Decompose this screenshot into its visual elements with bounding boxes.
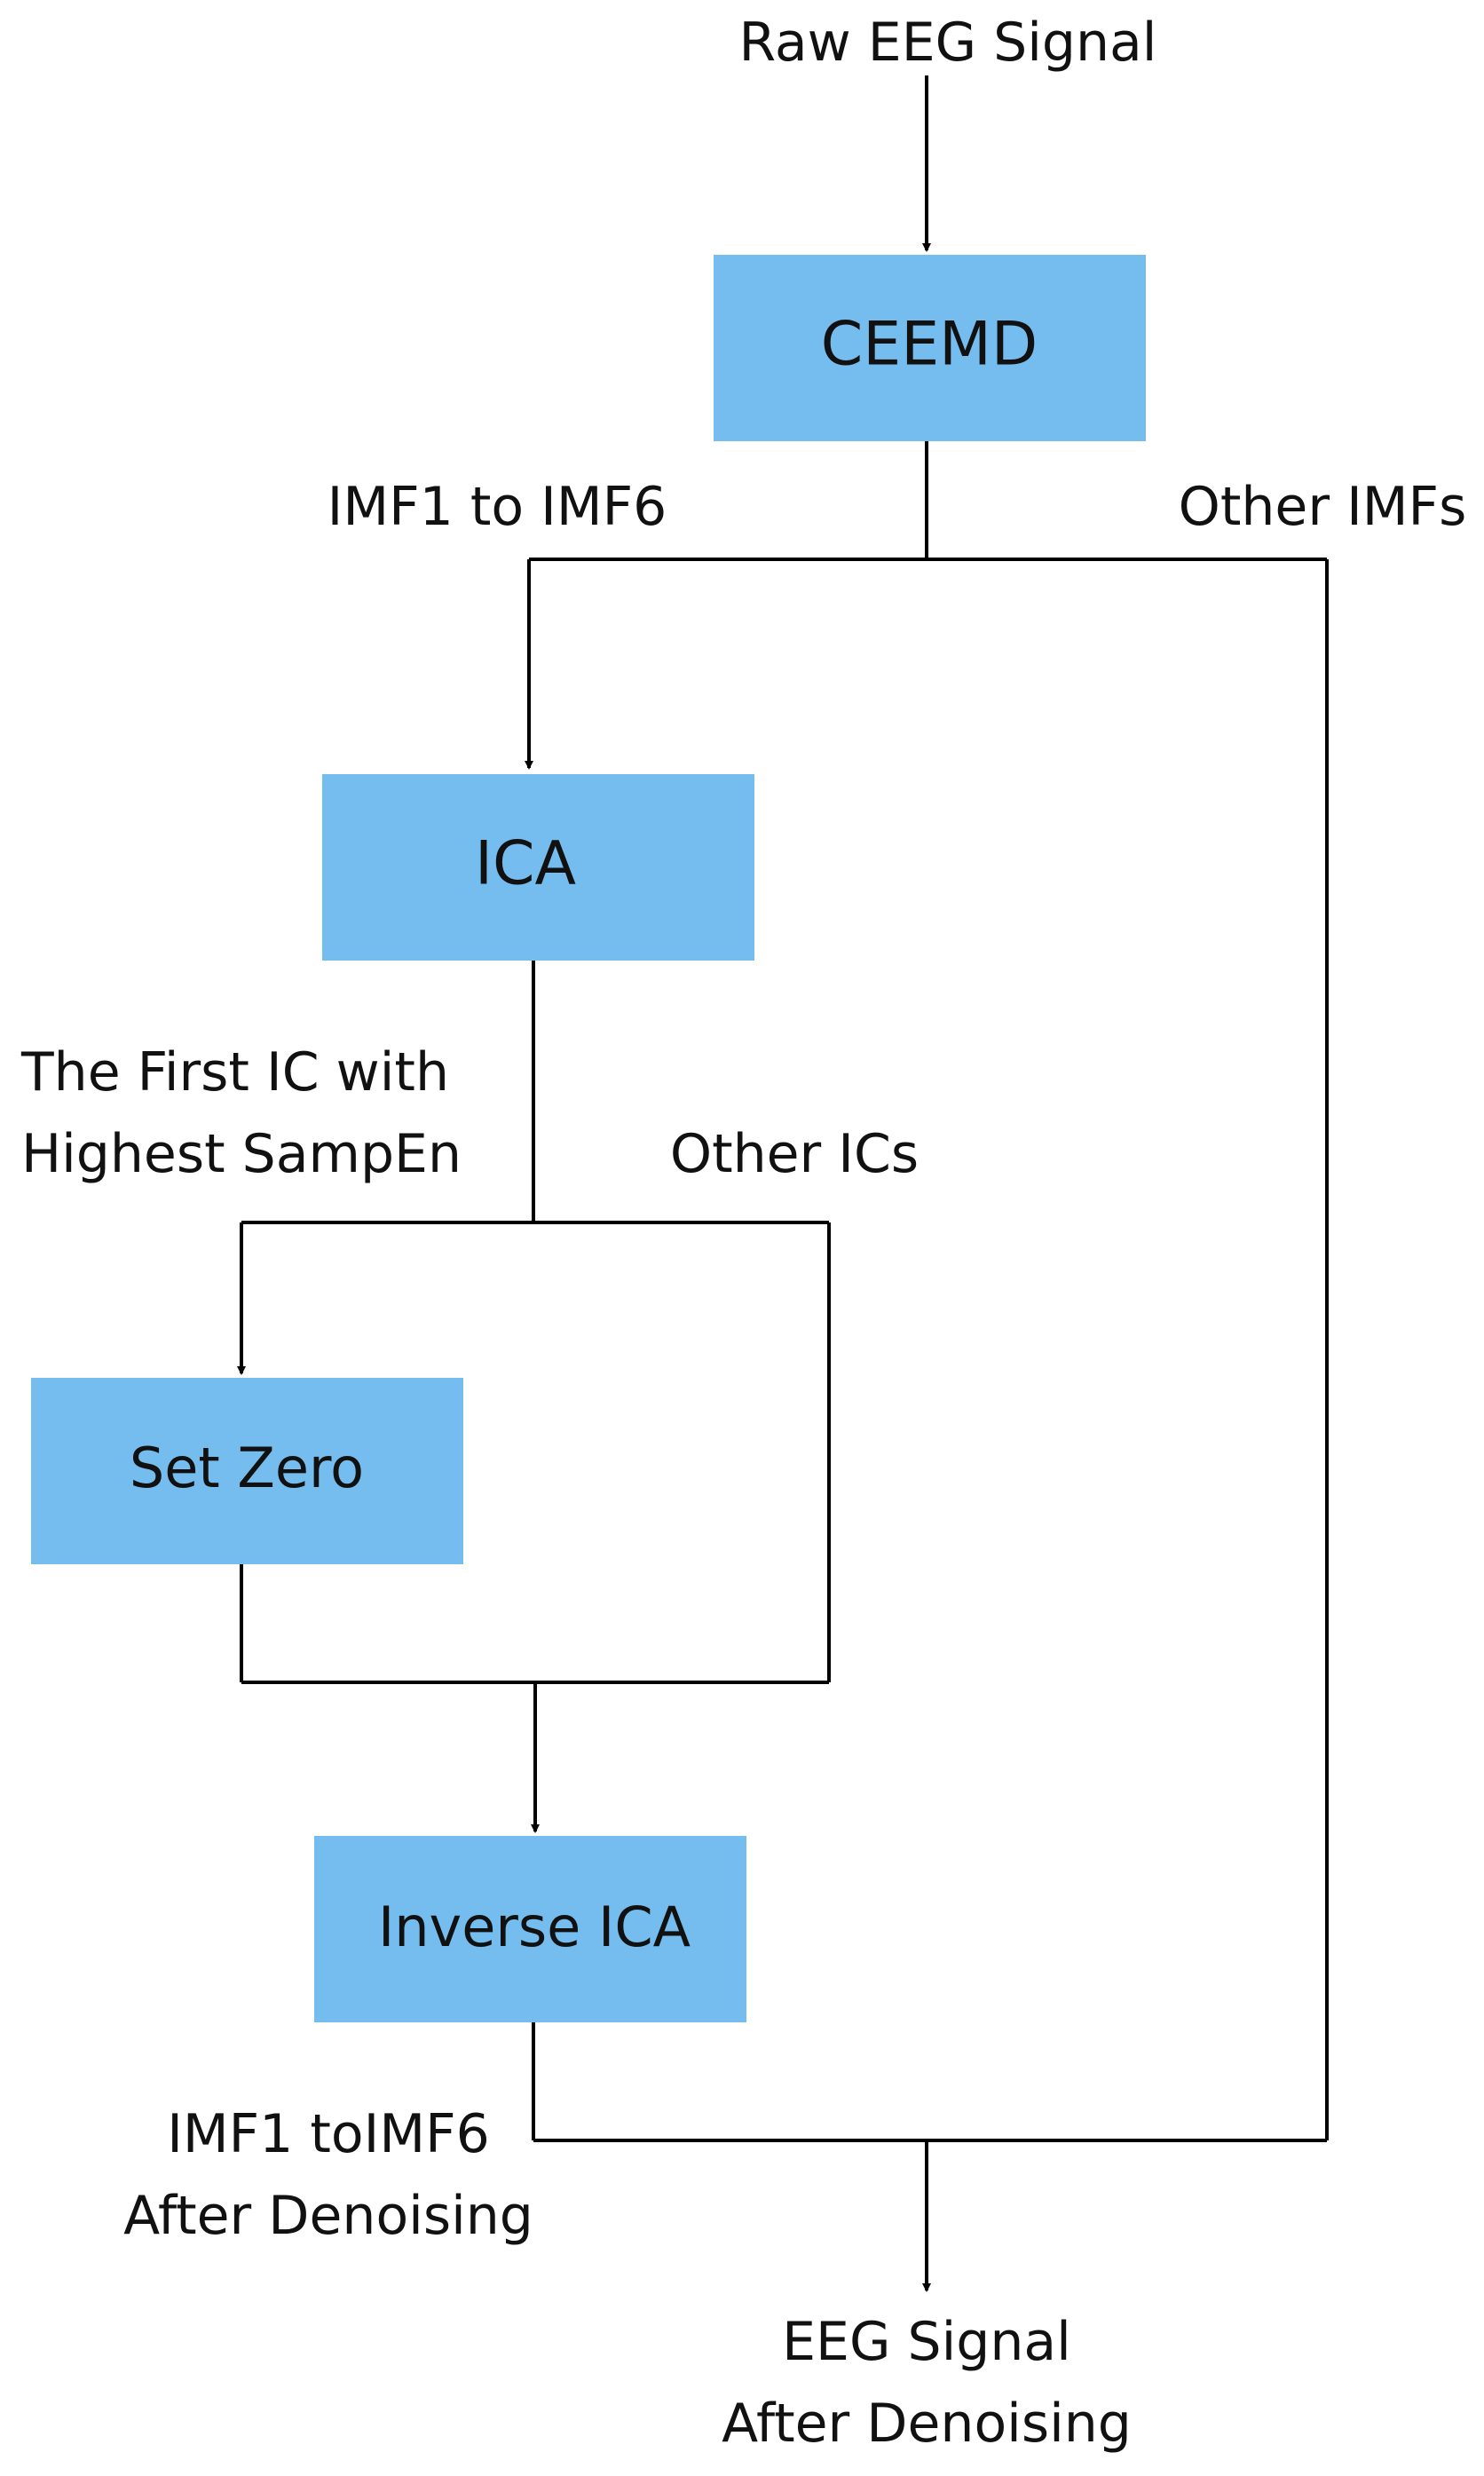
imf1-to-imf6-label: IMF1 to IMF6 xyxy=(328,476,667,538)
imf-after-label-line2: After Denoising xyxy=(123,2185,533,2247)
output-label-line1: EEG Signal xyxy=(782,2311,1071,2373)
set-zero-box-label: Set Zero xyxy=(130,1436,364,1500)
other-imfs-label: Other IMFs xyxy=(1179,476,1467,538)
ica-box-label: ICA xyxy=(475,829,576,899)
imf-after-label-line1: IMF1 toIMF6 xyxy=(167,2103,490,2165)
inverse-ica-box-label: Inverse ICA xyxy=(378,1895,691,1959)
first-ic-label-line2: Highest SampEn xyxy=(21,1123,462,1185)
first-ic-label-line1: The First IC with xyxy=(20,1041,449,1104)
ceemd-box-label: CEEMD xyxy=(821,310,1038,380)
inverse-ica-box: Inverse ICA xyxy=(314,1836,746,2022)
output-label-line2: After Denoising xyxy=(722,2393,1132,2455)
ica-box: ICA xyxy=(322,774,754,961)
raw-eeg-label: Raw EEG Signal xyxy=(739,12,1157,74)
set-zero-box: Set Zero xyxy=(31,1378,463,1564)
other-ics-label: Other ICs xyxy=(670,1123,919,1185)
ceemd-box: CEEMD xyxy=(714,255,1146,441)
